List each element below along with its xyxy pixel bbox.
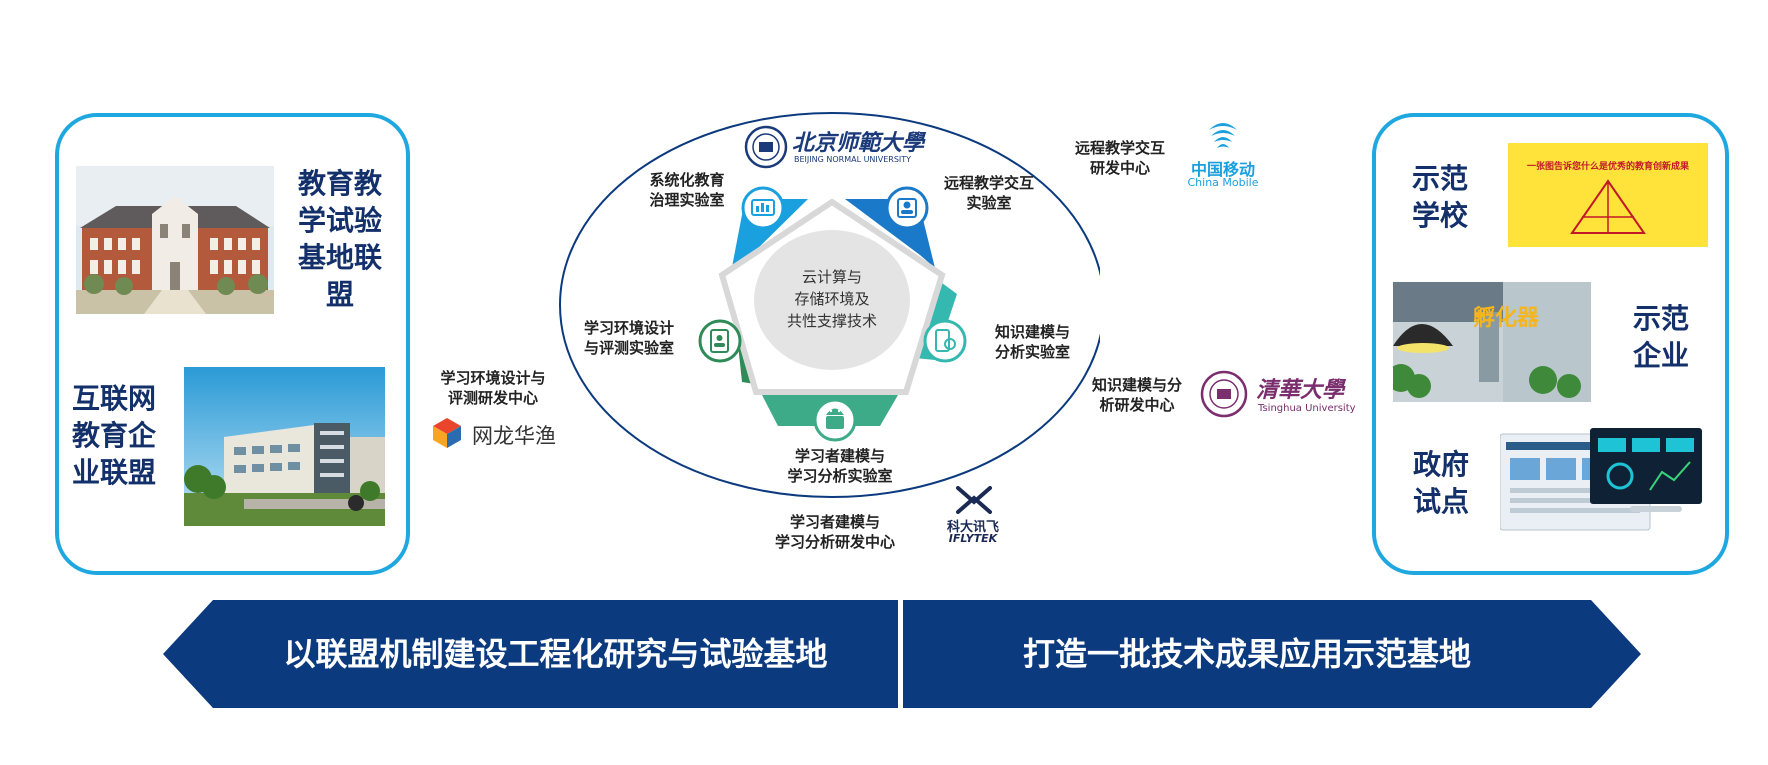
label-line: 学习分析实验室: [787, 467, 893, 485]
label-line: 试点: [1412, 485, 1469, 518]
core-line: 存储环境及: [794, 290, 869, 308]
governance-lab-icon: [741, 186, 785, 230]
label-line: 系统化教育: [649, 171, 725, 189]
label-line: 治理实验室: [649, 191, 725, 209]
remote-lab-icon: [885, 186, 929, 230]
enterprise-campus-image: [184, 367, 385, 526]
tsinghua-name-cn: 清華大學: [1256, 377, 1345, 403]
bottom-banner: [163, 600, 1641, 708]
china-mobile-logo: 中国移动 China Mobile: [1183, 118, 1263, 192]
experimental-base-building-image: [76, 166, 274, 314]
iflytek-x-icon: [956, 486, 992, 514]
government-dashboard-image: [1499, 428, 1702, 536]
label-line: 示范: [1411, 162, 1468, 195]
label-line: 学校: [1411, 199, 1468, 232]
label-line: 知识建模与分: [1091, 376, 1182, 394]
mobile-center-label: 远程教学交互 研发中心: [1060, 138, 1180, 178]
label-line: 学习分析研发中心: [774, 533, 895, 551]
label-line: 远程教学交互: [1074, 139, 1165, 157]
title-line: 学试验: [297, 204, 382, 237]
label-line: 示范: [1632, 302, 1689, 335]
incubator-sign: 孵化器: [1473, 306, 1540, 331]
label-line: 知识建模与: [994, 323, 1070, 341]
poster-pyramid-icon: [1570, 179, 1646, 234]
banner-left-arrow: [163, 600, 898, 708]
core-circle: [754, 230, 910, 370]
netdragon-center-label: 学习环境设计与 评测研发中心: [428, 368, 558, 408]
incubator-photo: 孵化器: [1393, 282, 1591, 402]
label-line: 学习环境设计与: [440, 369, 546, 387]
central-ellipse: [559, 112, 1100, 498]
tsinghua-name-en: Tsinghua University: [1258, 403, 1356, 414]
netdragon-cube-icon: [433, 418, 461, 448]
label-line: 学习者建模与: [789, 513, 880, 531]
label-line: 实验室: [966, 194, 1012, 212]
governance-lab-label: 系统化教育 治理实验室: [632, 170, 742, 210]
china-mobile-name-en: China Mobile: [1187, 176, 1259, 189]
label-line: 与评测实验室: [583, 339, 674, 357]
banner-right-arrow: [903, 600, 1641, 708]
environment-lab-label: 学习环境设计 与评测实验室: [574, 318, 684, 358]
title-line: 业联盟: [71, 456, 156, 489]
iflytek-center-label: 学习者建模与 学习分析研发中心: [760, 512, 910, 552]
title-line: 教育教: [297, 167, 382, 200]
label-line: 学习者建模与: [794, 447, 885, 465]
title-line: 互联网: [71, 382, 156, 415]
label-line: 评测研发中心: [447, 389, 538, 407]
banner-right-text: 打造一批技术成果应用示范基地: [1022, 635, 1471, 673]
tsinghua-center-label: 知识建模与分 析研发中心: [1082, 375, 1192, 415]
center-lab-diagram: 云计算与 存储环境及 共性支撑技术: [559, 112, 1100, 498]
government-pilot-label: 政府 试点: [1396, 446, 1486, 520]
iflytek-name-en: IFLYTEK: [948, 532, 998, 545]
bnu-seal-icon: [744, 125, 788, 169]
core-line: 云计算与: [802, 268, 862, 286]
knowledge-lab-icon: [923, 319, 967, 363]
demo-school-poster-image: 一张图告诉您什么是优秀的教育创新成果: [1508, 143, 1708, 247]
label-line: 远程教学交互: [943, 174, 1034, 192]
label-line: 学习环境设计: [583, 319, 674, 337]
tsinghua-seal-icon: [1200, 370, 1248, 418]
label-line: 企业: [1632, 339, 1689, 372]
title-line: 盟: [325, 278, 354, 311]
bnu-name-en: BEIJING NORMAL UNIVERSITY: [794, 155, 912, 164]
remote-lab-label: 远程教学交互 实验室: [930, 173, 1048, 213]
knowledge-lab-label: 知识建模与 分析实验室: [980, 322, 1085, 362]
iflytek-name-cn: 科大讯飞: [946, 520, 999, 535]
bnu-name: 北京师範大學: [792, 130, 925, 156]
netdragon-name: 网龙华渔: [472, 424, 556, 448]
bnu-logo: 北京师範大學 BEIJING NORMAL UNIVERSITY: [744, 125, 924, 173]
iflytek-logo: 科大讯飞 IFLYTEK: [938, 486, 1008, 546]
china-mobile-name-cn: 中国移动: [1190, 160, 1255, 179]
china-mobile-icon: [1209, 123, 1237, 148]
environment-lab-icon: [698, 319, 742, 363]
internet-enterprise-alliance-title: 互联网 教育企 业联盟: [64, 380, 164, 491]
demo-school-label: 示范 学校: [1395, 160, 1485, 234]
netdragon-logo: 网龙华渔: [430, 416, 580, 452]
demo-enterprise-label: 示范 企业: [1616, 300, 1706, 374]
learner-lab-label: 学习者建模与 学习分析实验室: [775, 446, 905, 486]
tsinghua-logo: 清華大學 Tsinghua University: [1200, 370, 1356, 420]
title-line: 教育企: [71, 419, 156, 452]
poster-title: 一张图告诉您什么是优秀的教育创新成果: [1526, 162, 1689, 172]
label-line: 分析实验室: [994, 343, 1070, 361]
label-line: 研发中心: [1089, 159, 1150, 177]
title-line: 基地联: [297, 241, 382, 274]
label-line: 政府: [1412, 448, 1469, 481]
core-line: 共性支撑技术: [787, 312, 877, 330]
label-line: 析研发中心: [1099, 396, 1175, 414]
experimental-base-alliance-title: 教育教 学试验 基地联 盟: [290, 165, 390, 313]
banner-left-text: 以联盟机制建设工程化研究与试验基地: [283, 635, 828, 673]
learner-lab-icon: [813, 398, 857, 442]
